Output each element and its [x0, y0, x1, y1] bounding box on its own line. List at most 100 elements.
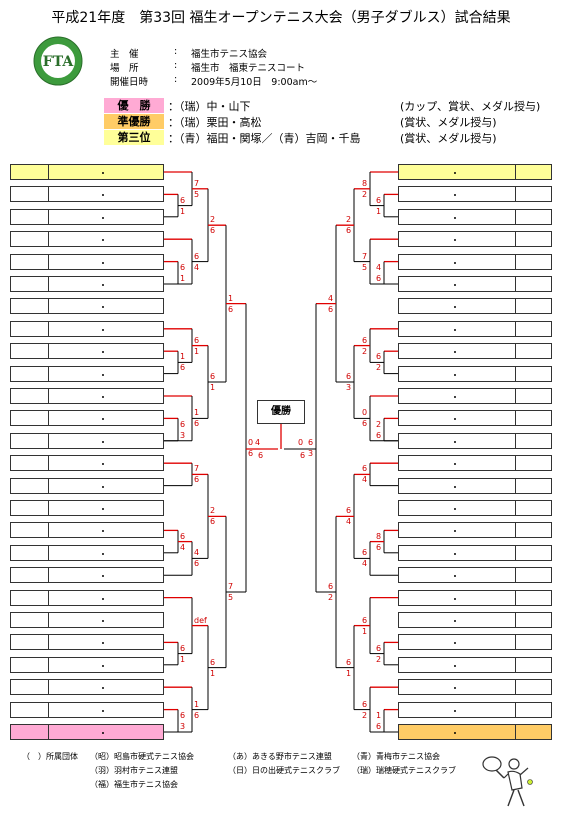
entry-separator: ・ — [450, 258, 460, 270]
info-venue-label: 場 所 — [110, 63, 139, 74]
info-date-label: 開催日時 — [110, 77, 149, 88]
entry-separator: ・ — [450, 325, 460, 337]
undefined-top: 2 — [210, 506, 216, 516]
left-entry-11: ・ — [10, 388, 164, 404]
undefined-bottom: 1 — [210, 383, 216, 392]
right-entry-47: ・ — [398, 612, 552, 628]
undefined-top: 6 — [180, 195, 186, 205]
undefined-bottom: 2 — [362, 710, 368, 720]
right-entry-33: ・ — [398, 298, 552, 315]
entry-separator: ・ — [98, 482, 108, 494]
entry-separator: ・ — [98, 639, 108, 651]
undefined-top: 6 — [308, 437, 314, 447]
legend-item: （福）福生市テニス協会 — [90, 780, 178, 789]
undefined-bottom: 6 — [194, 419, 200, 429]
left-entry-22: ・ — [10, 634, 164, 651]
entry-separator: ・ — [98, 661, 108, 673]
undefined-top: 1 — [194, 408, 200, 418]
result-runnerup-label: 準優勝 — [104, 114, 164, 129]
undefined-bottom: 3 — [308, 448, 314, 458]
undefined-bottom: 5 — [362, 262, 368, 272]
entry-separator: ・ — [450, 393, 460, 404]
undefined-top: 6 — [346, 372, 352, 381]
left-entry-9: ・ — [10, 343, 164, 360]
undefined-top: 6 — [194, 335, 200, 345]
entry-separator: ・ — [450, 549, 460, 561]
undefined-bottom: 6 — [210, 226, 216, 236]
entry-separator: ・ — [98, 236, 108, 248]
undefined-bottom: 1 — [346, 668, 352, 678]
result-third-prize: (賞状、メダル授与) — [400, 132, 497, 145]
entry-separator: ・ — [450, 505, 460, 516]
legend-item: （羽）羽村市テニス連盟 — [90, 766, 178, 775]
entry-separator: ・ — [450, 594, 460, 606]
entry-separator: ・ — [98, 281, 108, 292]
right-entry-42: ・ — [398, 500, 552, 516]
entry-separator: ・ — [98, 348, 108, 360]
page-title: 平成21年度 第33回 福生オープンテニス大会（男子ダブルス）試合結果 — [51, 10, 511, 26]
undefined-bottom: 2 — [376, 363, 382, 373]
undefined-top: 6 — [362, 464, 368, 474]
undefined-top: 6 — [180, 262, 186, 272]
right-entry-50: ・ — [398, 679, 552, 696]
entry-separator: ・ — [450, 437, 460, 449]
entry-separator: ・ — [98, 303, 108, 315]
legend-item: （あ）あきる野市テニス連盟 — [228, 752, 332, 761]
entry-separator: ・ — [450, 527, 460, 539]
final-score-4: 6 — [300, 451, 306, 460]
undefined-top: 6 — [180, 710, 186, 720]
left-entry-23: ・ — [10, 656, 164, 673]
logo-text: FTA — [43, 54, 75, 70]
undefined-top: 4 — [328, 293, 334, 303]
left-entry-15: ・ — [10, 477, 164, 494]
right-entry-51: ・ — [398, 701, 552, 718]
undefined-top: 1 — [194, 699, 200, 709]
undefined-top: 6 — [376, 643, 382, 653]
legend-item: （日）日の出硬式テニスクラブ — [228, 766, 340, 775]
left-entry-5: ・ — [10, 253, 164, 270]
entry-separator: ・ — [450, 729, 460, 740]
right-entry-34: ・ — [398, 320, 552, 337]
undefined-top: 2 — [346, 215, 352, 225]
entry-separator: ・ — [98, 527, 108, 539]
right-entry-43: ・ — [398, 522, 552, 539]
entry-separator: ・ — [450, 661, 460, 673]
undefined-top: 6 — [210, 657, 216, 667]
undefined-top: 6 — [180, 419, 186, 429]
right-entry-35: ・ — [398, 343, 552, 360]
undefined-bottom: 6 — [194, 475, 200, 485]
entry-separator: ・ — [98, 706, 108, 718]
undefined-top: 6 — [180, 531, 186, 541]
legend-item: （青）青梅市テニス協会 — [352, 752, 440, 761]
undefined-bottom: 6 — [248, 448, 254, 458]
right-entry-32: ・ — [398, 276, 552, 292]
undefined-bottom: 5 — [194, 189, 200, 199]
right-entry-37: ・ — [398, 388, 552, 404]
left-entry-19: ・ — [10, 567, 164, 584]
left-entry-14: ・ — [10, 455, 164, 472]
entry-separator: ・ — [450, 303, 460, 315]
info-organizer-value: 福生市テニス協会 — [191, 49, 268, 60]
right-entry-38: ・ — [398, 410, 552, 427]
left-entry-20: ・ — [10, 589, 164, 606]
undefined-bottom: 6 — [210, 517, 216, 527]
entry-separator: ・ — [98, 213, 108, 225]
undefined-top: 6 — [376, 195, 382, 205]
info-venue-value: 福生市 福東テニスコート — [191, 63, 306, 74]
undefined-bottom: 6 — [346, 226, 352, 236]
undefined-bottom: 3 — [180, 430, 186, 440]
result-third-label: 第三位 — [104, 130, 164, 145]
entry-separator: ・ — [98, 191, 108, 203]
entry-separator: ・ — [98, 549, 108, 561]
undefined-top: 6 — [376, 352, 382, 362]
entry-separator: ・ — [450, 617, 460, 628]
result-winner-label: 優 勝 — [104, 98, 164, 113]
undefined-top: 0 — [248, 437, 254, 447]
entry-separator: ・ — [450, 706, 460, 718]
undefined-bottom: 6 — [328, 304, 334, 314]
left-entry-3: ・ — [10, 208, 164, 225]
left-entry-24: ・ — [10, 679, 164, 696]
entry-separator: ・ — [98, 393, 108, 404]
entry-separator: ・ — [98, 505, 108, 516]
